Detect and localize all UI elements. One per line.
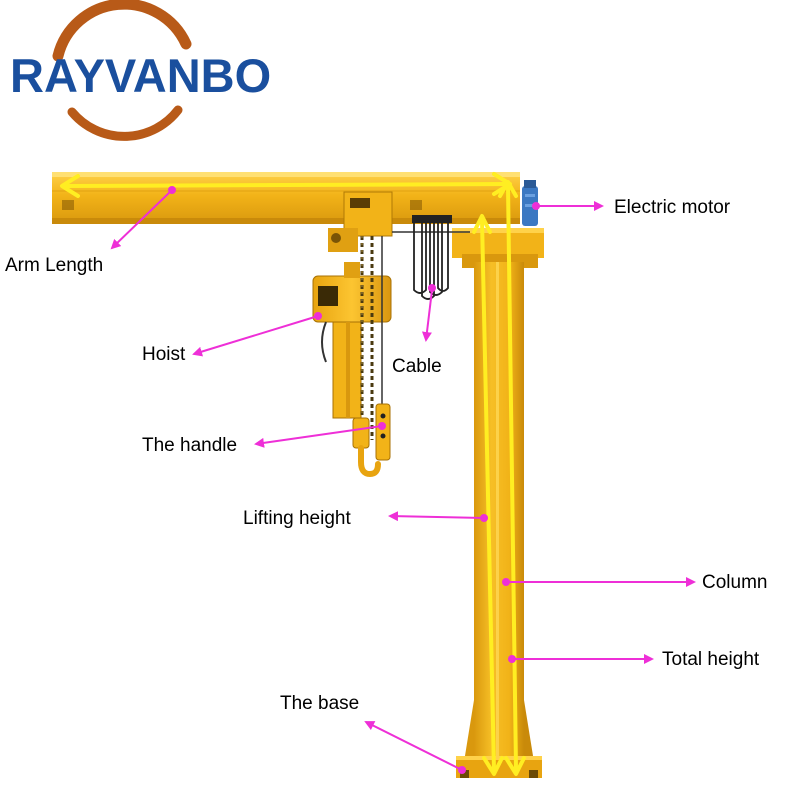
hook [352,417,381,478]
logo-ring-top [52,0,192,62]
label-arm-length: Arm Length [5,255,104,276]
brand-logo-text: RAYVANBO [10,49,272,102]
label-lifting-height: Lifting height [243,508,351,529]
hoist-pointer [192,315,319,357]
lifting-height-pointer [388,511,485,522]
label-handle: The handle [142,435,238,456]
label-hoist: Hoist [142,344,186,365]
logo-ring-bottom [67,105,183,141]
hoist-body [312,262,392,419]
electric-motor [522,180,538,226]
label-electric-motor: Electric motor [614,197,731,218]
hoist-chain [360,236,374,440]
measurement-lines [60,172,526,776]
label-cable: Cable [392,356,442,377]
label-column: Column [702,572,768,593]
pendant-handle [375,236,391,461]
pointer-dots [168,186,540,774]
crane-arm [52,172,520,224]
logo-mark [52,0,192,141]
label-total-height: Total height [662,649,760,670]
label-base: The base [280,693,360,714]
cable-pointer [421,289,433,342]
handle-pointer [254,425,383,448]
cable-festoon [392,215,470,300]
arm-length-pointer [110,189,173,250]
pointer-arrows [110,189,696,771]
base-pointer [364,721,463,771]
trolley [328,191,393,252]
